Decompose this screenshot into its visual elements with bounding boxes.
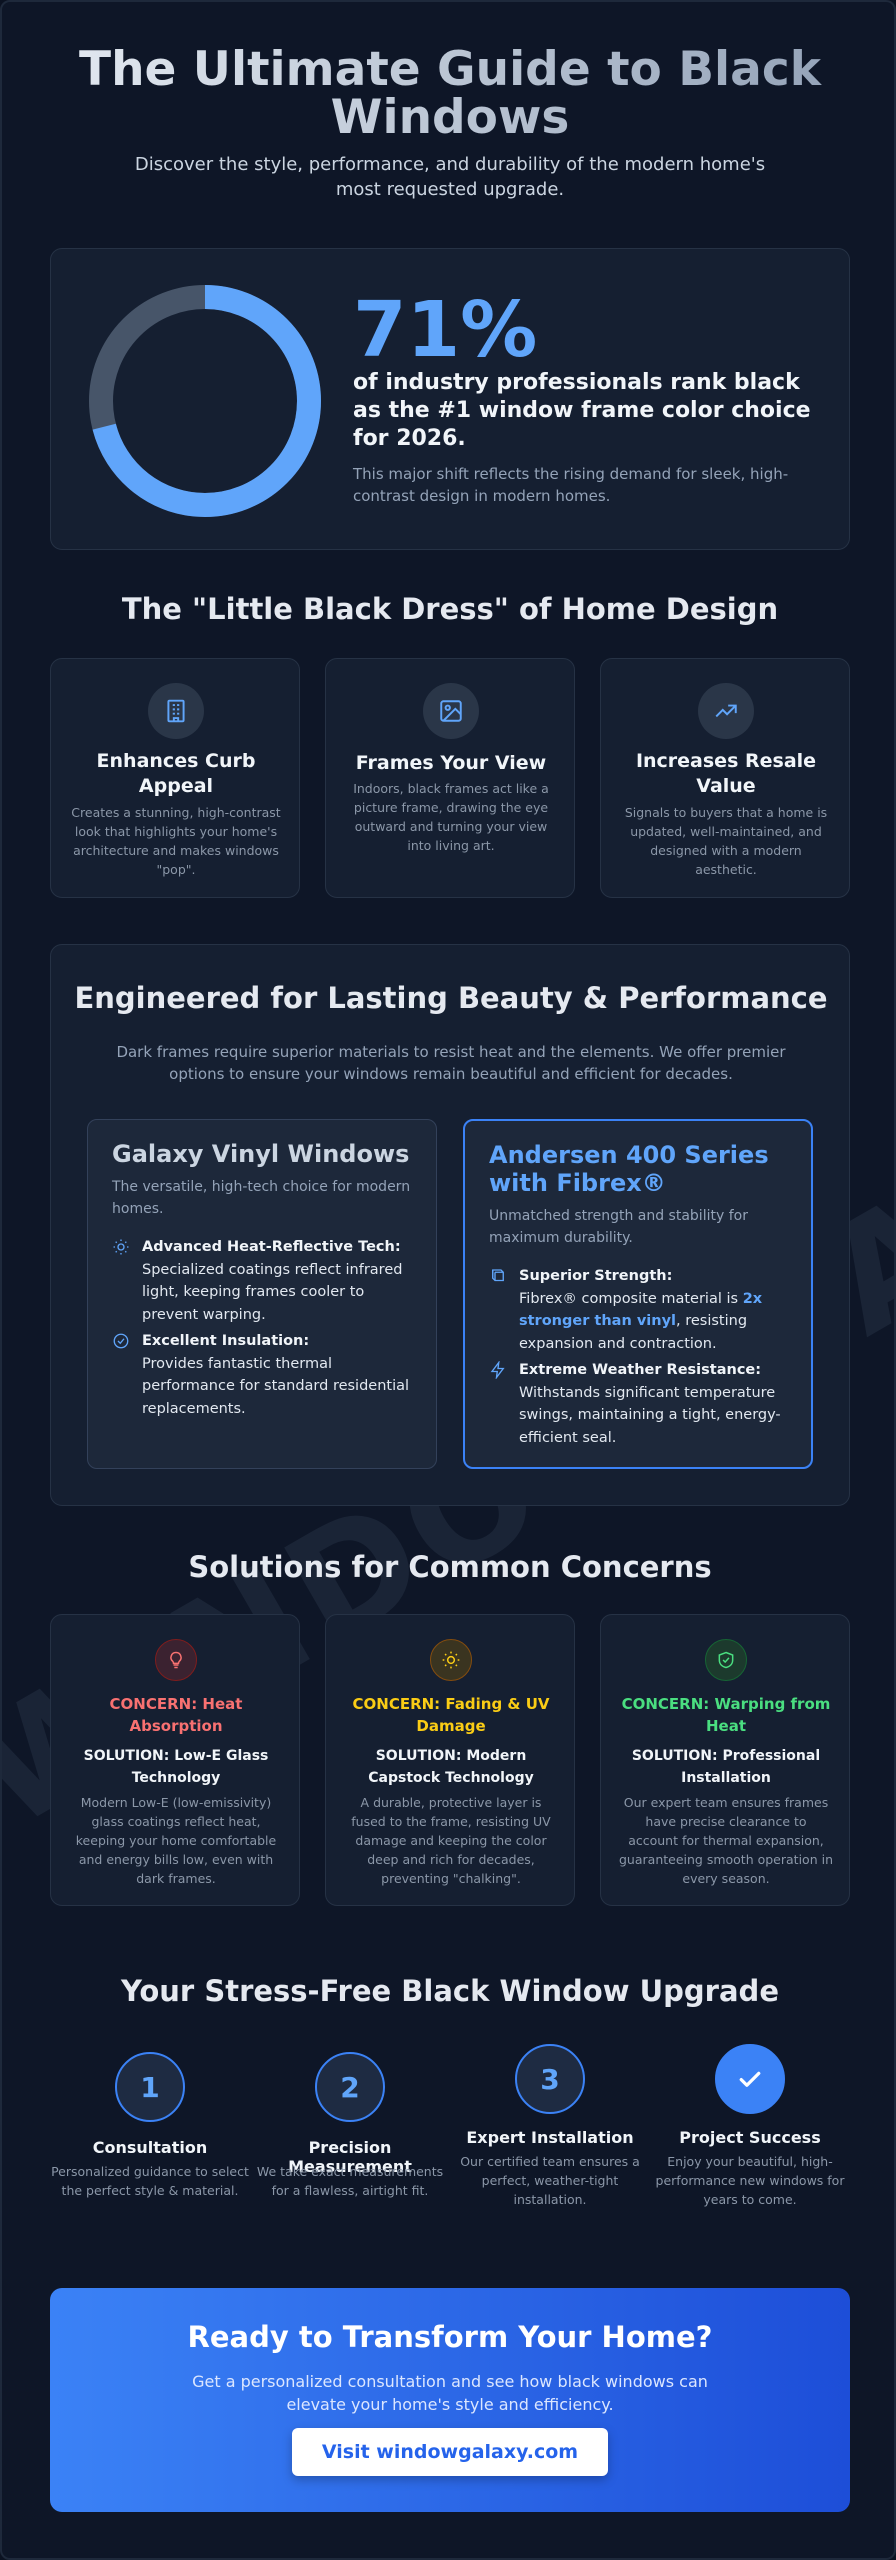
step-title: Consultation	[92, 2138, 208, 2157]
visit-website-button[interactable]: Visit windowgalaxy.com	[292, 2428, 608, 2476]
trending-up-icon	[698, 683, 754, 739]
feature-title: Superior Strength:	[519, 1268, 673, 1284]
product-card-andersen: Andersen 400 Series with Fibrex® Unmatch…	[463, 1119, 813, 1469]
feature-title: Excellent Insulation:	[142, 1333, 310, 1349]
page-subtitle: Discover the style, performance, and dur…	[134, 154, 766, 200]
step-complete	[715, 2044, 785, 2114]
solution-title: SOLUTION: Modern Capstock Technology	[368, 1748, 534, 1786]
feature-card-description: Signals to buyers that a home is updated…	[624, 805, 828, 877]
shield-check-icon	[705, 1639, 747, 1681]
feature-text: Provides fantastic thermal performance f…	[142, 1355, 410, 1417]
feature-card-title: Increases Resale Value	[635, 750, 817, 797]
product-card-vinyl: Galaxy Vinyl Windows The versatile, high…	[87, 1119, 437, 1469]
feature-card-resale-value: Increases Resale Value Signals to buyers…	[600, 658, 850, 898]
sun-icon	[113, 1239, 129, 1255]
concern-title: CONCERN: Fading & UV Damage	[352, 1695, 550, 1735]
lightning-icon	[490, 1361, 505, 1379]
sun-icon	[430, 1639, 472, 1681]
engineered-title: Engineered for Lasting Beauty & Performa…	[74, 981, 828, 1015]
stat-description: This major shift reflects the rising dem…	[353, 465, 789, 505]
engineered-subtitle: Dark frames require superior materials t…	[116, 1043, 786, 1083]
feature-card-description: Indoors, black frames act like a picture…	[353, 781, 549, 853]
concern-card-heat: CONCERN: Heat Absorption SOLUTION: Low-E…	[50, 1614, 300, 1906]
step-title: Project Success	[679, 2128, 821, 2147]
checkmark-icon	[739, 2071, 761, 2087]
concern-card-fading: CONCERN: Fading & UV Damage SOLUTION: Mo…	[325, 1614, 575, 1906]
feature-title: Extreme Weather Resistance:	[519, 1362, 762, 1378]
feature-text: Fibrex® composite material is	[519, 1290, 743, 1307]
product-title: Galaxy Vinyl Windows	[112, 1140, 410, 1168]
step-description: Personalized guidance to select the perf…	[51, 2164, 249, 2198]
product-feature: Extreme Weather Resistance: Withstands si…	[489, 1359, 799, 1449]
cta-title: Ready to Transform Your Home?	[187, 2320, 713, 2354]
feature-text-end: , resisting expansion and contraction.	[519, 1313, 748, 1352]
product-description: Unmatched strength and stability for max…	[489, 1208, 748, 1246]
product-description: The versatile, high-tech choice for mode…	[112, 1179, 411, 1217]
engineered-section: Engineered for Lasting Beauty & Performa…	[50, 944, 850, 1506]
feature-card-title: Frames Your View	[355, 752, 547, 774]
cta-banner: Ready to Transform Your Home? Get a pers…	[50, 2288, 850, 2512]
feature-card-title: Enhances Curb Appeal	[96, 750, 256, 797]
product-title: Andersen 400 Series with Fibrex®	[489, 1141, 769, 1197]
step-title: Precision Measurement	[288, 2138, 412, 2176]
feature-text: Specialized coatings reflect infrared li…	[142, 1261, 403, 1323]
step-title: Expert Installation	[466, 2128, 634, 2147]
step-description: Our certified team ensures a perfect, we…	[460, 2154, 640, 2207]
process-section-title: Your Stress-Free Black Window Upgrade	[121, 1974, 779, 2008]
stat-card: 71% of industry professionals rank black…	[50, 248, 850, 550]
concern-title: CONCERN: Warping from Heat	[621, 1695, 831, 1735]
building-icon	[148, 683, 204, 739]
concern-card-warping: CONCERN: Warping from Heat SOLUTION: Pro…	[600, 1614, 850, 1906]
page-title: The Ultimate Guide to Black Windows	[62, 46, 838, 142]
feature-card-curb-appeal: Enhances Curb Appeal Creates a stunning,…	[50, 658, 300, 898]
stat-percent: 71%	[353, 286, 538, 375]
concerns-section-title: Solutions for Common Concerns	[188, 1550, 712, 1584]
cta-subtitle: Get a personalized consultation and see …	[192, 2372, 708, 2414]
concern-description: Our expert team ensures frames have prec…	[619, 1795, 833, 1886]
donut-chart	[89, 285, 321, 517]
check-circle-icon	[113, 1333, 129, 1349]
feature-card-frames-view: Frames Your View Indoors, black frames a…	[325, 658, 575, 898]
product-feature: Advanced Heat-Reflective Tech: Specialize…	[112, 1236, 422, 1326]
feature-text: Withstands significant temperature swing…	[519, 1384, 781, 1446]
feature-title: Advanced Heat-Reflective Tech:	[142, 1239, 401, 1255]
step-number-1: 1	[115, 2052, 185, 2122]
step-description: Enjoy your beautiful, high-performance n…	[655, 2154, 845, 2207]
feature-card-description: Creates a stunning, high-contrast look t…	[71, 805, 281, 877]
product-feature: Excellent Insulation: Provides fantastic …	[112, 1330, 422, 1420]
lightbulb-icon	[155, 1639, 197, 1681]
step-number-3: 3	[515, 2044, 585, 2114]
design-section-title: The "Little Black Dress" of Home Design	[121, 592, 779, 626]
stat-headline: of industry professionals rank black as …	[353, 370, 811, 451]
solution-title: SOLUTION: Low-E Glass Technology	[83, 1748, 269, 1786]
concern-title: CONCERN: Heat Absorption	[109, 1695, 243, 1735]
feature-highlight: 2x stronger than vinyl	[519, 1290, 763, 1330]
cube-icon	[492, 1269, 504, 1282]
concern-description: A durable, protective layer is fused to …	[351, 1795, 551, 1886]
donut-arc	[89, 285, 321, 517]
concern-description: Modern Low-E (low-emissivity) glass coat…	[75, 1795, 277, 1886]
step-number-2: 2	[315, 2052, 385, 2122]
solution-title: SOLUTION: Professional Installation	[631, 1748, 821, 1786]
picture-icon	[423, 683, 479, 739]
product-feature: Superior Strength: Fibrex® composite mate…	[489, 1265, 799, 1355]
step-description: We take exact measurements for a flawles…	[256, 2164, 444, 2198]
